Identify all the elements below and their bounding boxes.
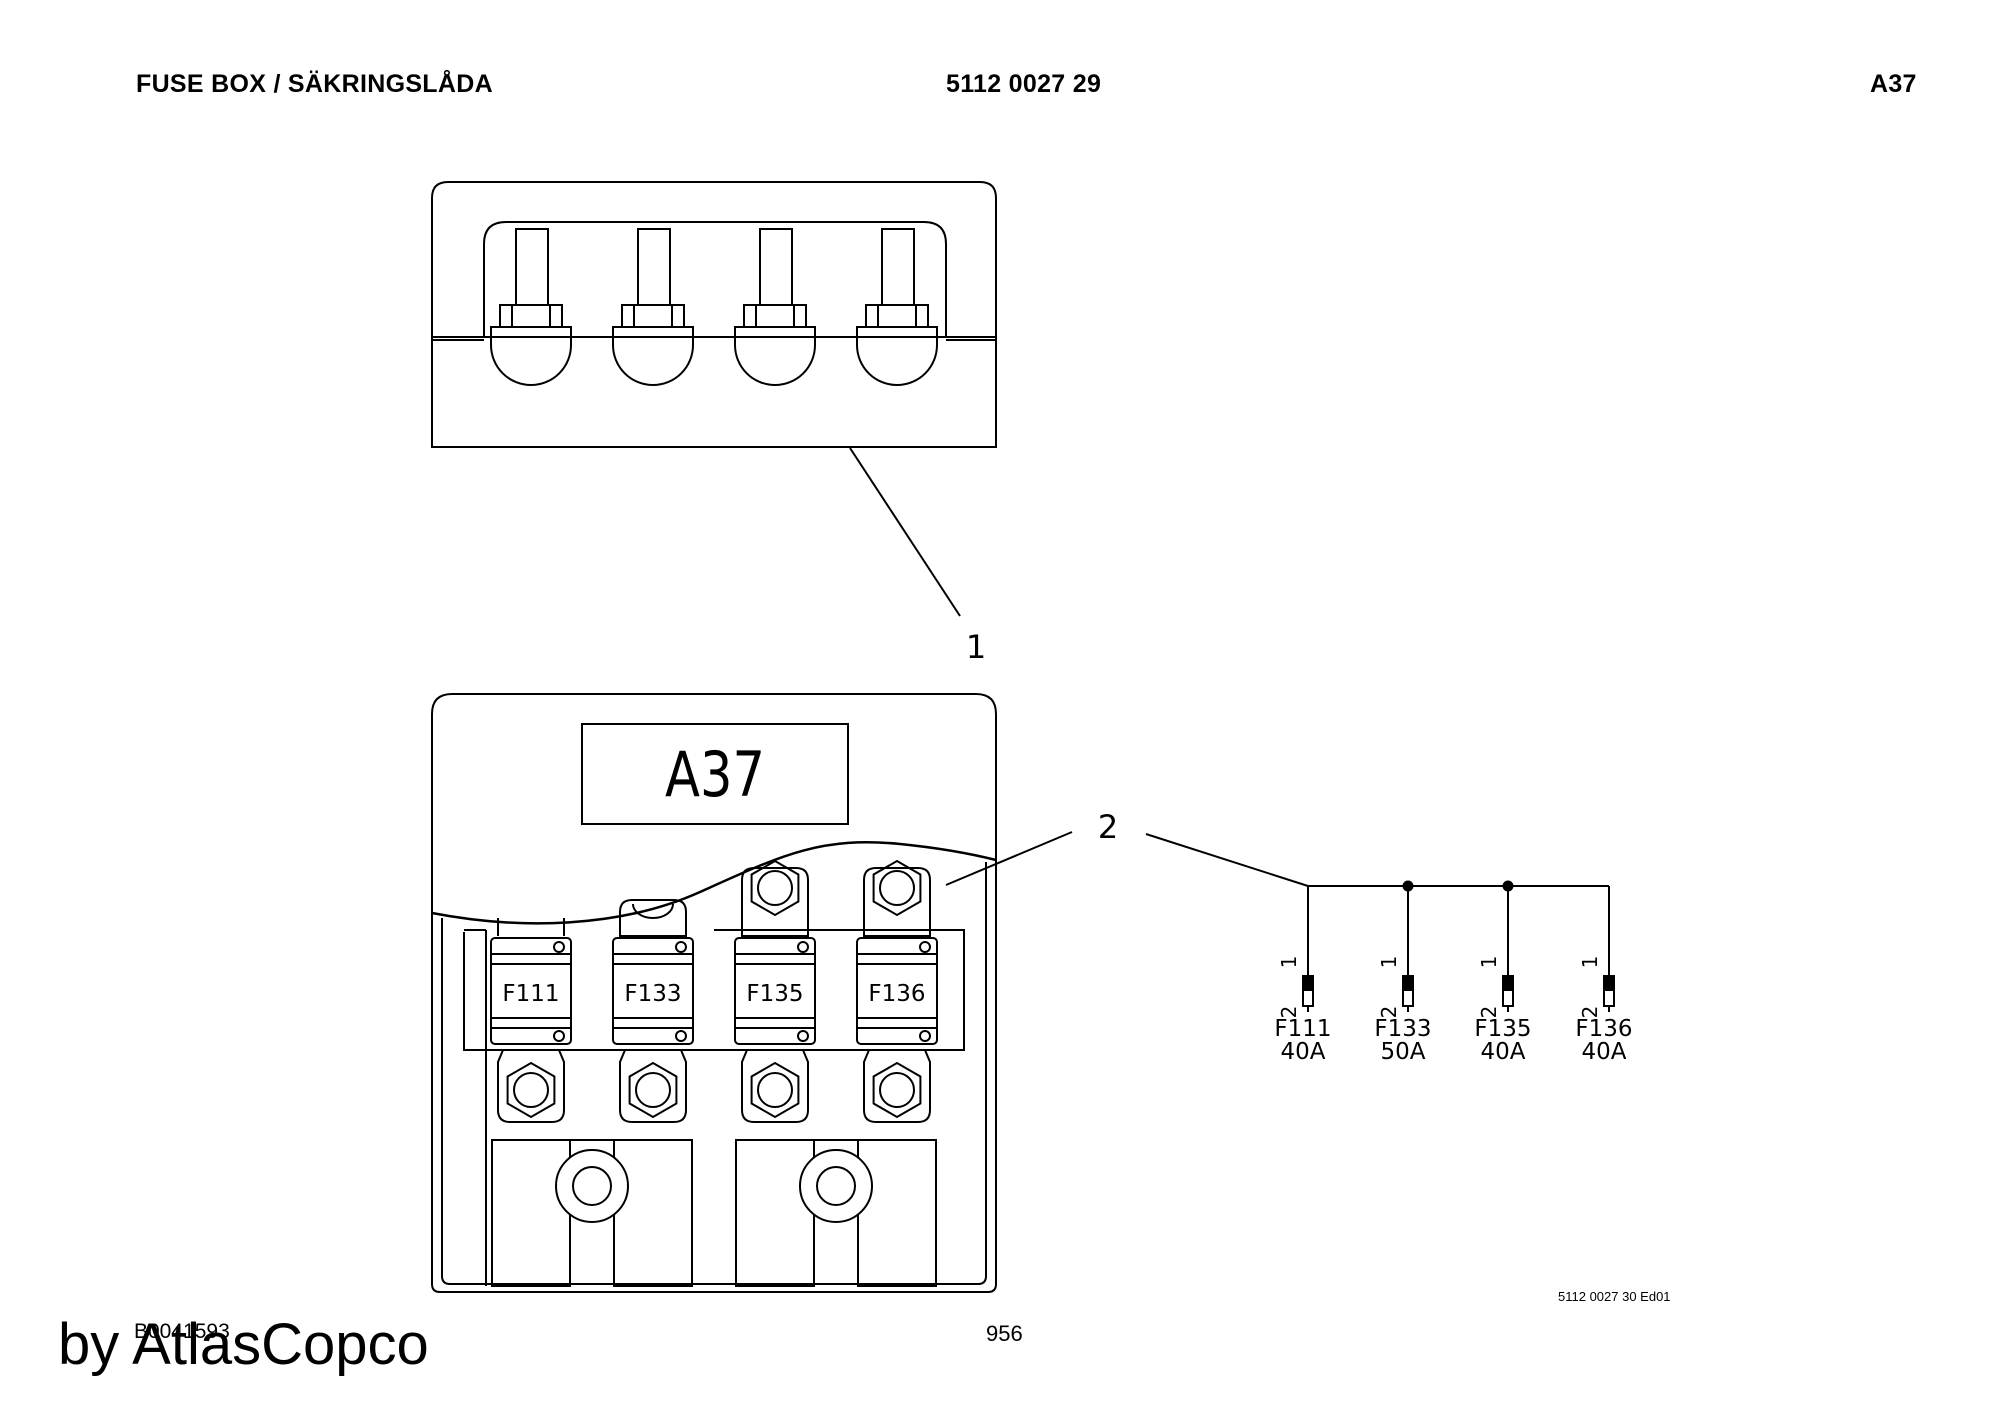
fuse-body bbox=[856, 937, 938, 1045]
cover-stud bbox=[612, 228, 694, 386]
cover-stud bbox=[734, 228, 816, 386]
fuse-rivet bbox=[919, 941, 931, 953]
schematic-fuse-rating: 40A bbox=[1581, 1039, 1626, 1065]
schematic-fuse-bottom bbox=[1502, 989, 1514, 1007]
image-code: B0041593 bbox=[134, 1320, 230, 1343]
page-number: 956 bbox=[986, 1321, 1023, 1346]
schematic-junction bbox=[1502, 880, 1514, 892]
lower-stud bbox=[879, 1072, 915, 1108]
schematic-fuse-top bbox=[1502, 975, 1514, 991]
mounting-hole bbox=[555, 1149, 629, 1223]
drawing-reference: 5112 0027 30 Ed01 bbox=[1558, 1289, 1671, 1304]
callout-2-schematic-leader bbox=[1145, 833, 1309, 887]
pin-number: 2 bbox=[1477, 1006, 1501, 1019]
fuse-f136: F136 bbox=[856, 859, 938, 1123]
lower-terminal bbox=[619, 1049, 687, 1123]
fuse-label: F133 bbox=[624, 981, 681, 1007]
lower-nut bbox=[872, 1061, 922, 1119]
page-title: FUSE BOX / SÄKRINGSLÅDA bbox=[136, 70, 493, 98]
pin-number: 1 bbox=[1477, 956, 1501, 969]
schematic-fuse-id: F133 bbox=[1374, 1016, 1431, 1042]
schematic-fuse-bottom bbox=[1603, 989, 1615, 1007]
upper-stud bbox=[632, 903, 674, 919]
lower-terminal bbox=[863, 1049, 931, 1123]
pin-number: 1 bbox=[1578, 956, 1602, 969]
fuse-label: F136 bbox=[868, 981, 925, 1007]
upper-nut bbox=[750, 859, 800, 917]
designation-code: A37 bbox=[1870, 70, 1917, 98]
fuse-rivet bbox=[553, 1030, 565, 1042]
schematic-fuse-bottom bbox=[1302, 989, 1314, 1007]
lower-nut bbox=[628, 1061, 678, 1119]
pin-number: 1 bbox=[1277, 956, 1301, 969]
callout-1-label: 1 bbox=[966, 628, 986, 666]
schematic-fuse-top bbox=[1603, 975, 1615, 991]
callout-2-label: 2 bbox=[1098, 808, 1118, 846]
fuse-box-front-view bbox=[431, 693, 997, 1293]
upper-stud bbox=[879, 870, 915, 906]
fuse-rivet bbox=[797, 941, 809, 953]
schematic-fuse-top bbox=[1302, 975, 1314, 991]
schematic-fuse-id: F135 bbox=[1474, 1016, 1531, 1042]
fuse-body bbox=[734, 937, 816, 1045]
fuse-f135: F135 bbox=[734, 859, 816, 1123]
watermark: by AtlasCopco bbox=[58, 1312, 429, 1377]
lower-nut bbox=[506, 1061, 556, 1119]
pin-number: 2 bbox=[1277, 1006, 1301, 1019]
cover-stud bbox=[490, 228, 572, 386]
lower-terminal bbox=[497, 1049, 565, 1123]
fuse-box-cover-view bbox=[431, 181, 997, 617]
upper-terminal bbox=[741, 867, 809, 937]
fuse-label: F135 bbox=[746, 981, 803, 1007]
schematic-fuse-rating: 40A bbox=[1280, 1039, 1325, 1065]
upper-nut bbox=[872, 859, 922, 917]
fuse-rivet bbox=[553, 941, 565, 953]
callout-1-leader bbox=[849, 447, 961, 617]
lower-terminal bbox=[741, 1049, 809, 1123]
lower-stud bbox=[757, 1072, 793, 1108]
mounting-hole bbox=[799, 1149, 873, 1223]
schematic-fuse-rating: 50A bbox=[1380, 1039, 1425, 1065]
pin-number: 2 bbox=[1377, 1006, 1401, 1019]
schematic-junction bbox=[1402, 880, 1414, 892]
label-plate bbox=[581, 723, 849, 825]
cover-stud bbox=[856, 228, 938, 386]
label-plate-text: A37 bbox=[665, 738, 765, 811]
fuse-rivet bbox=[919, 1030, 931, 1042]
fuse-f111: F111 bbox=[490, 918, 572, 1123]
schematic-fuse-id: F136 bbox=[1575, 1016, 1632, 1042]
schematic-fuse-top bbox=[1402, 975, 1414, 991]
lower-nut bbox=[750, 1061, 800, 1119]
pin-number: 2 bbox=[1578, 1006, 1602, 1019]
fuse-box-base bbox=[491, 1139, 937, 1287]
schematic-fuse-bottom bbox=[1402, 989, 1414, 1007]
lower-stud bbox=[513, 1072, 549, 1108]
part-number: 5112 0027 29 bbox=[946, 70, 1102, 98]
fuse-rivet bbox=[675, 941, 687, 953]
callout-2-leader bbox=[945, 831, 1073, 886]
lower-stud bbox=[635, 1072, 671, 1108]
fuse-rivet bbox=[675, 1030, 687, 1042]
upper-terminal bbox=[863, 867, 931, 937]
fuse-body bbox=[490, 937, 572, 1045]
schematic-fuse-id: F111 bbox=[1274, 1016, 1331, 1042]
upper-terminal bbox=[619, 899, 687, 937]
schematic-fuse-rating: 40A bbox=[1480, 1039, 1525, 1065]
fuse-label: F111 bbox=[502, 981, 559, 1007]
upper-stud bbox=[757, 870, 793, 906]
fuse-body bbox=[612, 937, 694, 1045]
pin-number: 1 bbox=[1377, 956, 1401, 969]
fuse-rivet bbox=[797, 1030, 809, 1042]
fuse-f133: F133 bbox=[612, 899, 694, 1123]
